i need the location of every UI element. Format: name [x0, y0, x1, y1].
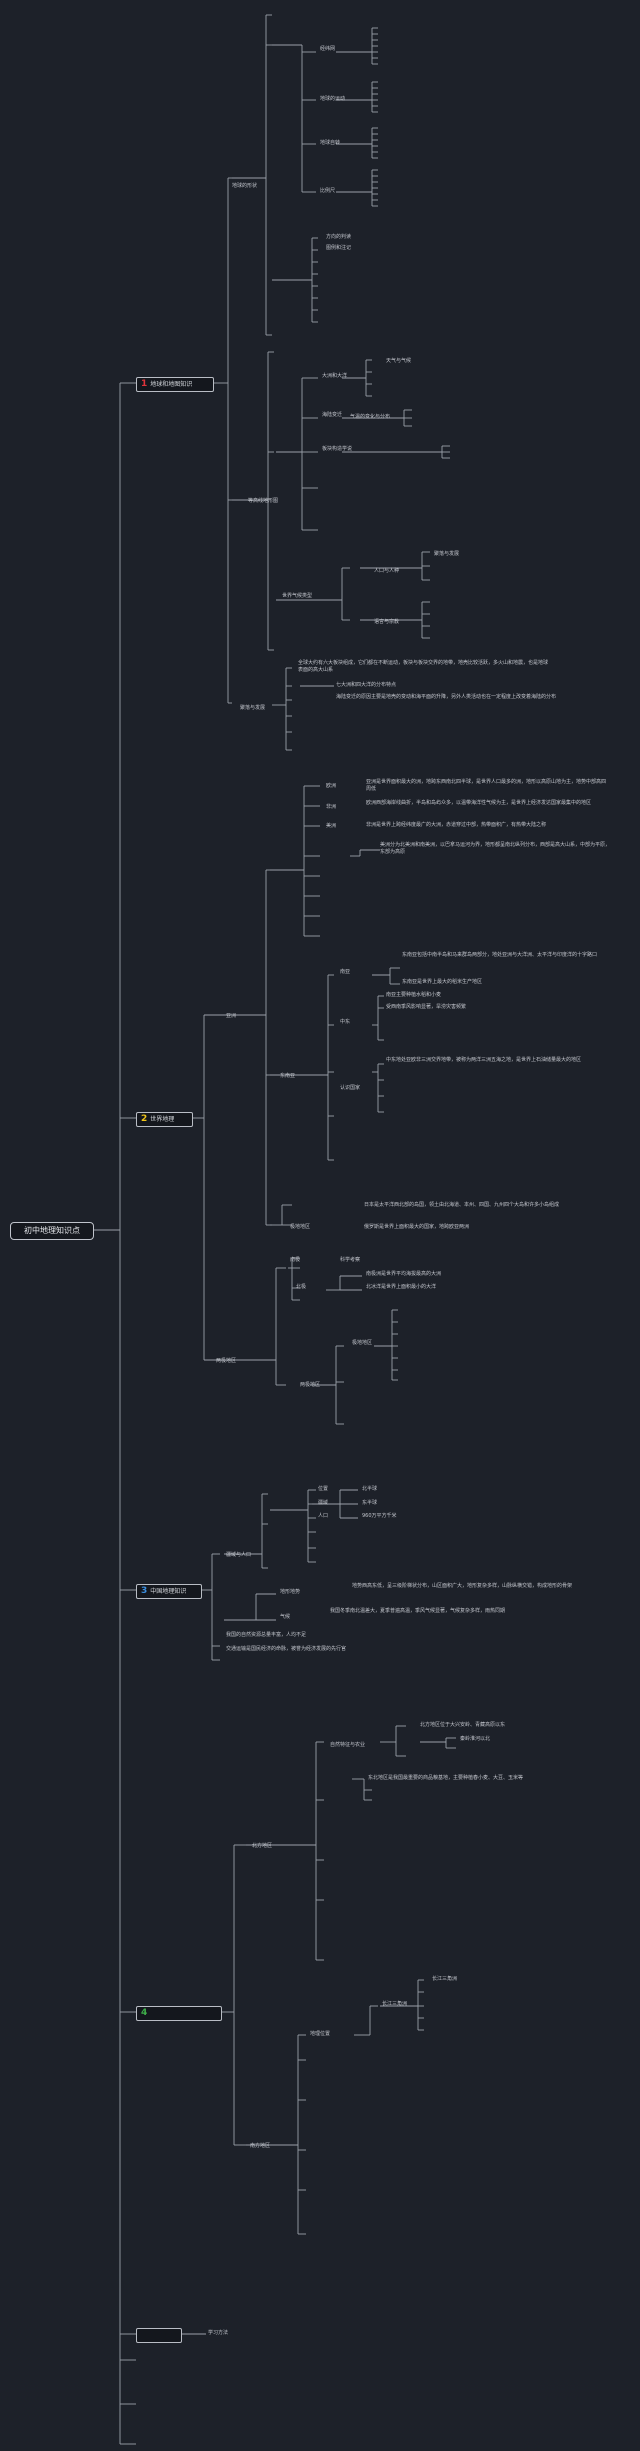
node-b1-e2[interactable]: 气温的变化与分布	[350, 414, 391, 420]
topic-number: 1	[141, 379, 148, 389]
node-b1-g1[interactable]: 人口与人种	[374, 568, 400, 574]
node-b1-c1[interactable]: 等高线地形图	[248, 498, 279, 504]
node-b2-w2[interactable]: 北冰洋是世界上面积最小的大洋	[366, 1284, 437, 1290]
node-b3-a1[interactable]: 疆域与人口	[226, 1552, 252, 1558]
node-b1-e1[interactable]: 天气与气候	[386, 358, 412, 364]
node-b2-t1[interactable]: 亚洲是世界面积最大的洲，地跨东西南北四半球，是世界人口最多的洲，地形以高原山地为…	[366, 779, 607, 792]
main-topic-4[interactable]: 4	[136, 2006, 222, 2021]
node-b3-a2[interactable]: 位置	[318, 1486, 329, 1492]
node-b2-d6[interactable]: 两极地区	[300, 1382, 321, 1388]
node-b1-a1[interactable]: 地球的形状	[232, 183, 258, 189]
node-b2-u5[interactable]: 中东地处亚欧非三洲交界地带，被称为两洋三洲五海之地，是世界上石油储量最大的地区	[386, 1057, 582, 1063]
node-b4-t3[interactable]: 东北地区是我国最重要的商品粮基地，主要种植春小麦、大豆、玉米等	[368, 1775, 524, 1781]
node-b4-t2[interactable]: 秦岭淮河以北	[460, 1736, 491, 1742]
node-b3-a4[interactable]: 人口	[318, 1513, 329, 1519]
node-b2-d4[interactable]: 两极地区	[216, 1358, 237, 1364]
node-b4-t1[interactable]: 北方地区位于大兴安岭、青藏高原以东	[420, 1722, 506, 1728]
node-b4-b1[interactable]: 南方地区	[250, 2143, 271, 2149]
node-b2-u4[interactable]: 受西南季风影响显著，旱涝灾害频繁	[386, 1004, 467, 1010]
topic-number: 3	[141, 1586, 148, 1596]
node-b2-d3[interactable]: 北极	[296, 1284, 307, 1290]
node-b2-b3[interactable]: 中东	[340, 1019, 351, 1025]
node-b2-t4[interactable]: 美洲分为北美洲和南美洲，以巴拿马运河为界，地形都呈南北纵列分布，西部是高大山系，…	[380, 842, 611, 855]
node-b3-v3[interactable]: 960万平方千米	[362, 1513, 397, 1519]
node-b4-b3[interactable]: 长江三角洲	[382, 2001, 408, 2007]
node-b1-a4[interactable]: 地球自转	[320, 140, 341, 146]
node-b2-u3[interactable]: 南亚主要种植水稻和小麦	[386, 992, 442, 998]
node-b2-a2[interactable]: 欧洲	[326, 783, 337, 789]
node-b2-d2[interactable]: 南极	[290, 1257, 301, 1263]
node-b1-d1[interactable]: 海陆变迁	[322, 412, 343, 418]
node-b2-v2[interactable]: 俄罗斯是世界上面积最大的国家，地跨欧亚两洲	[364, 1224, 470, 1230]
node-b3-c1[interactable]: 我国的自然资源总量丰富，人均不足	[226, 1632, 307, 1638]
node-b2-b1[interactable]: 东南亚	[280, 1073, 296, 1079]
topic-label: 中国地理知识	[150, 1588, 187, 1595]
node-b1-b3[interactable]: 图例和注记	[326, 245, 352, 251]
node-b3-t1[interactable]: 地势西高东低，呈三级阶梯状分布，山区面积广大，地形复杂多样，山脉纵横交错，构成地…	[352, 1583, 573, 1589]
node-b2-d7[interactable]: 极地地区	[352, 1340, 373, 1346]
node-b1-b2[interactable]: 方向的判读	[326, 234, 352, 240]
node-b1-c2[interactable]: 大洲和大洋	[322, 373, 348, 379]
root-node[interactable]: 初中地理知识点	[10, 1222, 94, 1240]
node-b2-b2[interactable]: 南亚	[340, 969, 351, 975]
node-b3-b3[interactable]: 气候	[280, 1614, 291, 1620]
node-b4-a2[interactable]: 自然特征与农业	[330, 1742, 366, 1748]
main-topic-5[interactable]	[136, 2328, 182, 2343]
node-b3-t2[interactable]: 我国冬季南北温差大，夏季普遍高温，季风气候显著，气候复杂多样，雨热同期	[330, 1608, 506, 1614]
node-b1-f1[interactable]: 世界气候类型	[282, 593, 313, 599]
node-b2-v1[interactable]: 日本是太平洋西北部的岛国，领土由北海道、本州、四国、九州四个大岛和许多小岛组成	[364, 1202, 560, 1208]
node-b1-b1[interactable]: 比例尺	[320, 188, 336, 194]
node-b1-g2[interactable]: 语言与宗教	[374, 619, 400, 625]
node-b2-u2[interactable]: 东南亚是世界上最大的稻米生产地区	[402, 979, 483, 985]
node-b1-d2[interactable]: 板块构造学说	[322, 446, 353, 452]
node-b3-b2[interactable]: 地形地势	[280, 1589, 301, 1595]
topic-number: 4	[141, 2008, 148, 2018]
node-b1-h1[interactable]: 聚落与发展	[434, 551, 460, 557]
node-b1-l0[interactable]: 聚落与发展	[240, 705, 266, 711]
node-b2-c1[interactable]: 认识国家	[340, 1085, 361, 1091]
node-b3-a3[interactable]: 疆域	[318, 1500, 329, 1506]
node-b4-b4[interactable]: 长江三角洲	[432, 1976, 458, 1982]
node-b2-d1[interactable]: 极地地区	[290, 1224, 311, 1230]
node-b3-v1[interactable]: 北半球	[362, 1486, 378, 1492]
node-b2-a1[interactable]: 亚洲	[226, 1013, 237, 1019]
node-b1-l3[interactable]: 海陆变迁的原因主要是地壳的变动和海平面的升降，另外人类活动也在一定程度上改变着海…	[336, 694, 557, 700]
node-b3-c2[interactable]: 交通运输是国民经济的命脉，被誉为经济发展的先行官	[226, 1646, 347, 1652]
topic-label: 世界地理	[150, 1116, 175, 1123]
topic-label: 地球和地图知识	[150, 381, 193, 388]
node-b1-l1[interactable]: 全球大约有六大板块组成，它们都在不断运动，板块与板块交界的地带，地壳比较活跃，多…	[298, 660, 549, 673]
node-b2-d5[interactable]: 科学考察	[340, 1257, 361, 1263]
node-b1-a3[interactable]: 地球的运动	[320, 96, 346, 102]
node-b2-t2[interactable]: 欧洲西部海岸线曲折，半岛和岛屿众多，以温带海洋性气候为主，是世界上经济发达国家最…	[366, 800, 592, 806]
node-b2-u1[interactable]: 东南亚包括中南半岛和马来群岛两部分，地处亚洲与大洋洲、太平洋与印度洋的十字路口	[402, 952, 598, 958]
node-b4-b2[interactable]: 地理位置	[310, 2031, 331, 2037]
node-b2-a4[interactable]: 美洲	[326, 823, 337, 829]
node-b5-a1[interactable]: 学习方法	[208, 2330, 229, 2336]
node-b2-w1[interactable]: 南极洲是世界平均海拔最高的大洲	[366, 1271, 442, 1277]
topic-number: 2	[141, 1114, 148, 1124]
node-b1-l2[interactable]: 七大洲和四大洋的分布特点	[336, 682, 397, 688]
node-b2-t3[interactable]: 非洲是世界上跨经纬度最广的大洲，赤道穿过中部，热带面积广，有热带大陆之称	[366, 822, 547, 828]
node-b3-v2[interactable]: 东半球	[362, 1500, 378, 1506]
node-b1-a2[interactable]: 经纬网	[320, 46, 336, 52]
node-b2-a3[interactable]: 非洲	[326, 804, 337, 810]
node-b4-a1[interactable]: 北方地区	[252, 1843, 273, 1849]
